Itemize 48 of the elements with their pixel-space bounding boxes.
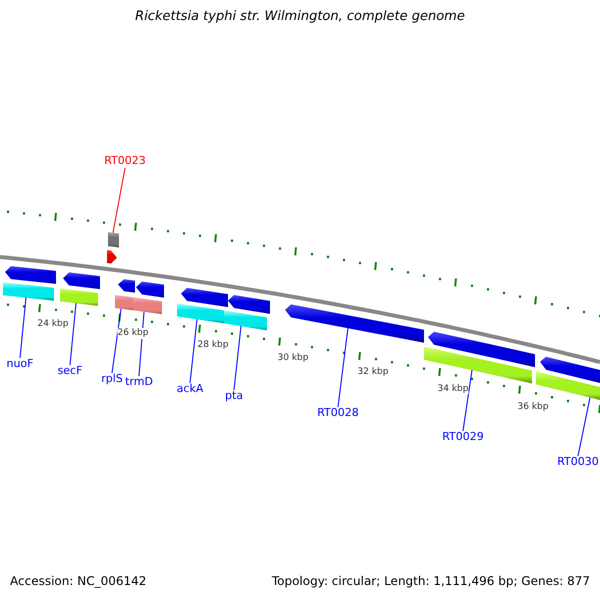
leader-line xyxy=(112,168,126,234)
gene-bar xyxy=(3,282,54,301)
gene-feature xyxy=(228,295,270,314)
gene-label: ackA xyxy=(176,383,204,396)
gene-label: RT0029 xyxy=(442,431,484,444)
footer-text: Accession: NC_006142 xyxy=(10,575,146,589)
leader-line xyxy=(234,326,242,390)
gene-feature xyxy=(5,266,56,284)
scale-label: 32 kbp xyxy=(358,367,388,378)
gene-feature xyxy=(540,356,600,383)
scale-label: 34 kbp xyxy=(438,384,468,394)
gene-feature xyxy=(118,279,135,293)
scale-label: 24 kbp xyxy=(38,318,68,329)
leader-line xyxy=(112,308,122,374)
gene-bar xyxy=(177,303,224,324)
leader-line xyxy=(190,318,198,384)
feature-box xyxy=(108,232,119,248)
gene-feature xyxy=(428,332,535,368)
leader-line xyxy=(338,327,348,408)
gene-feature xyxy=(63,272,100,290)
gene-label: RT0023 xyxy=(104,155,146,168)
gene-label: nuoF xyxy=(6,358,34,371)
gene-bar xyxy=(424,346,532,384)
scale-label: 26 kbp xyxy=(118,328,148,339)
gene-feature xyxy=(181,288,228,308)
gene-feature xyxy=(285,304,424,343)
leader-line xyxy=(20,297,26,358)
diagram-title: Rickettsia typhi str. Wilmington, complete genome xyxy=(135,10,465,25)
gene-bar xyxy=(133,297,162,314)
footer-text: Topology: circular; Length: 1,111,496 bp; Genes: 877 xyxy=(272,575,590,589)
leader-line xyxy=(70,302,76,366)
gene-label: secF xyxy=(58,365,82,378)
gene-label: trmD xyxy=(125,376,153,389)
gene-label: RT0028 xyxy=(317,407,359,420)
gene-bar xyxy=(60,288,98,306)
gene-bar xyxy=(115,295,133,310)
gene-label: RT0030 xyxy=(557,456,599,469)
scale-label: 36 kbp xyxy=(518,402,548,412)
gene-label: pta xyxy=(224,390,244,403)
gene-feature xyxy=(136,282,164,298)
gene-bar xyxy=(536,371,600,400)
gene-feature xyxy=(107,250,117,264)
gene-bar xyxy=(224,310,267,330)
gene-label: rplS xyxy=(101,373,123,386)
leader-line xyxy=(462,369,472,432)
leader-line xyxy=(578,397,590,456)
scale-label: 30 kbp xyxy=(278,352,308,364)
scale-label: 28 kbp xyxy=(198,340,228,350)
